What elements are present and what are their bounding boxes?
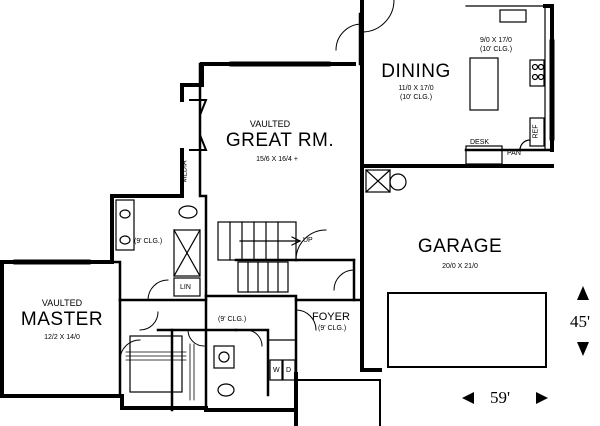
dining-name: DINING xyxy=(381,61,451,82)
great-room-size: 15/6 X 16/4 + xyxy=(256,156,298,163)
closet-shelving xyxy=(125,343,195,401)
garage-name: GARAGE xyxy=(417,236,503,257)
windows xyxy=(13,39,555,265)
foyer-name: FOYER xyxy=(312,311,350,323)
kitchen-fixtures xyxy=(465,5,546,165)
stairs xyxy=(217,221,302,293)
pan-label: PAN xyxy=(507,150,521,157)
width-dimension: 59' xyxy=(490,388,511,407)
kitchen-ceiling: (10' CLG.) xyxy=(479,46,513,53)
desk-label: DESK xyxy=(470,139,490,146)
garage-door xyxy=(387,292,547,368)
great-room-vaulted: VAULTED xyxy=(249,119,291,129)
depth-dimension: 45' xyxy=(570,312,591,331)
bath-ceiling: (9' CLG.) xyxy=(134,238,163,245)
ref-label: REF xyxy=(532,124,540,139)
dining-ceiling: (10' CLG.) xyxy=(399,94,433,101)
master-name: MASTER xyxy=(20,309,104,330)
garage-size: 20/0 X 21/0 xyxy=(442,263,478,270)
powder-bath-fixtures xyxy=(213,345,235,397)
media-label: MEDIA xyxy=(181,160,189,183)
garage-fixtures xyxy=(365,169,407,193)
dimension-arrows xyxy=(462,286,589,404)
master-size: 12/2 X 14/0 xyxy=(44,334,80,341)
hall-ceiling: (9' CLG.) xyxy=(218,316,247,323)
door-swings xyxy=(119,0,395,361)
dryer-label: D xyxy=(286,367,292,374)
master-vaulted: VAULTED xyxy=(41,298,83,308)
lin-label: LIN xyxy=(180,284,191,291)
kitchen-size: 9/0 X 17/0 xyxy=(480,37,512,44)
interior-walls xyxy=(110,12,554,412)
great-room-name: GREAT RM. xyxy=(225,130,335,151)
laundry xyxy=(267,339,297,381)
fireplace xyxy=(189,99,208,151)
washer-label: W xyxy=(273,367,280,374)
up-label: UP xyxy=(303,237,313,244)
master-bath-fixtures xyxy=(115,199,201,393)
foyer-ceiling: (9' CLG.) xyxy=(318,325,347,332)
front-porch xyxy=(295,379,381,426)
dining-size: 11/0 X 17/0 xyxy=(398,85,434,92)
